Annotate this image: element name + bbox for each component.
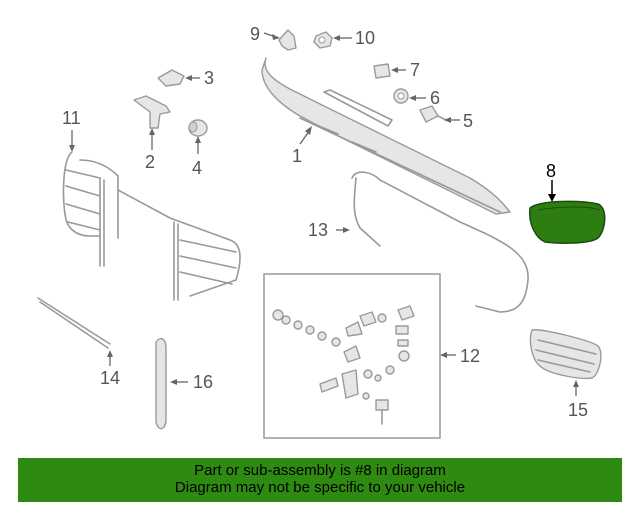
label-16[interactable]: 16 [193, 372, 213, 392]
parts-diagram: 9 10 3 2 4 7 6 5 [37, 24, 606, 439]
part-13-rod[interactable] [351, 171, 529, 313]
label-10[interactable]: 10 [355, 28, 375, 48]
part-12-hardware-kit[interactable] [263, 273, 441, 439]
label-1[interactable]: 1 [292, 146, 302, 166]
label-11[interactable]: 11 [62, 108, 81, 128]
label-7[interactable]: 7 [410, 60, 420, 80]
part-8-end-cap[interactable] [528, 200, 606, 244]
label-4[interactable]: 4 [192, 158, 202, 178]
part-1-bumper[interactable] [261, 57, 511, 215]
label-13[interactable]: 13 [308, 220, 328, 240]
part-7-clip[interactable] [373, 63, 391, 79]
info-banner-line-1: Part or sub-assembly is #8 in diagram [194, 462, 446, 479]
part-15-grille-insert[interactable] [529, 329, 602, 380]
label-5[interactable]: 5 [463, 111, 473, 131]
label-2[interactable]: 2 [145, 152, 155, 172]
part-16-molding[interactable] [155, 337, 167, 430]
part-9-bracket[interactable] [278, 29, 297, 51]
label-3[interactable]: 3 [204, 68, 214, 88]
info-banner: Part or sub-assembly is #8 in diagram Di… [18, 458, 622, 502]
label-8[interactable]: 8 [546, 161, 556, 181]
part-2-bracket[interactable] [133, 95, 171, 129]
part-4-bushing[interactable] [188, 119, 208, 137]
label-12[interactable]: 12 [460, 346, 480, 366]
label-9[interactable]: 9 [250, 24, 260, 44]
info-banner-line-2: Diagram may not be specific to your vehi… [174, 479, 466, 496]
label-15[interactable]: 15 [568, 400, 588, 420]
label-14[interactable]: 14 [100, 368, 120, 388]
part-5-bolt[interactable] [419, 105, 447, 123]
part-6-nut[interactable] [393, 88, 409, 104]
part-10-clip[interactable] [313, 31, 333, 49]
part-3-clip[interactable] [157, 69, 185, 87]
part-14-trim-strip[interactable] [37, 297, 111, 349]
part-11-grille-guard[interactable] [62, 151, 241, 301]
label-6[interactable]: 6 [430, 88, 440, 108]
